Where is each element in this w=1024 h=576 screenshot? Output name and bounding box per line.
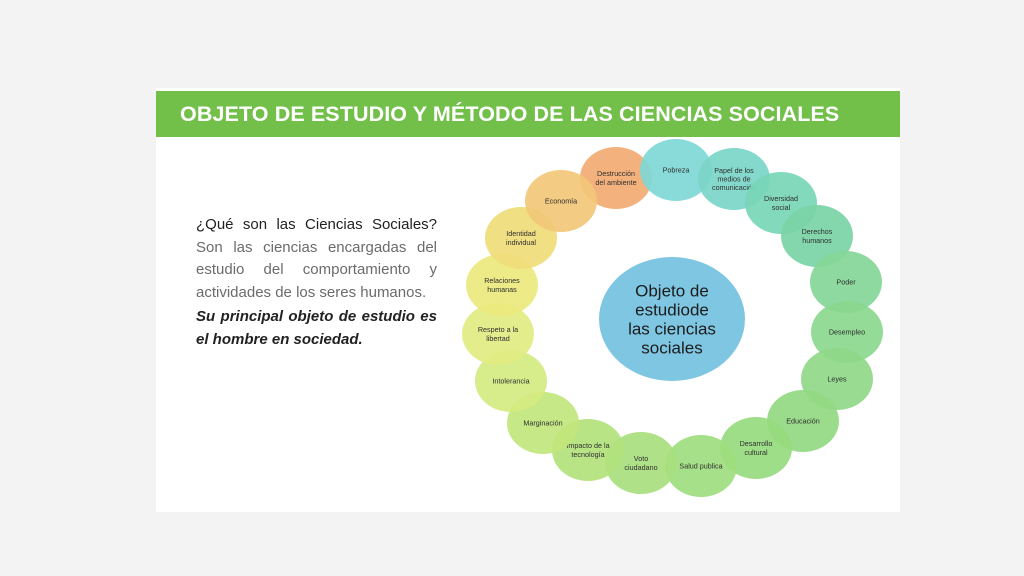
topic-node-bubble [640,139,712,201]
topic-node-label: Desempleo [829,328,865,337]
center-label: estudiode [635,301,709,320]
topic-node-label: Voto [634,454,648,463]
topic-node-label: Poder [836,278,856,287]
intro-question: ¿Qué son las Ciencias Sociales? [196,216,437,233]
center-label: las ciencias [628,320,716,339]
topic-node-bubble [781,205,853,267]
topic-node-bubble [811,301,883,363]
center-label: sociales [641,339,702,358]
intro-definition: Son las ciencias encargadas del estudio … [196,238,437,301]
topic-node-label: del ambiente [595,178,636,187]
slide-title: OBJETO DE ESTUDIO Y MÉTODO DE LAS CIENCI… [180,101,840,126]
topic-node-label: Pobreza [663,166,690,175]
topic-node-label: Diversidad [764,194,798,203]
intro-emphasis: Su principal objeto de estudio es el hom… [196,308,437,348]
topic-node-label: Destrucción [597,169,635,178]
topic-node-label: humanas [487,285,517,294]
topic-node-bubble [466,254,538,316]
topic-node-bubble [580,147,652,209]
topic-node-label: Identidad [506,229,536,238]
topic-node-label: libertad [486,334,510,343]
topic-node-bubble [720,417,792,479]
topic-node-bubble [475,350,547,412]
topic-node: Intolerancia [475,350,547,412]
topic-node: Poder [810,251,882,313]
topic-node-label: Salud publica [679,462,722,471]
topic-node-bubble [665,435,737,497]
topic-node-label: Educación [786,417,820,426]
topic-node-label: humanos [802,236,832,245]
topic-node-label: Intolerancia [492,377,529,386]
topic-node-bubble [810,251,882,313]
topic-node-label: comunicación [712,183,756,192]
topic-node-label: cultural [744,448,768,457]
topic-node-label: social [772,203,791,212]
topic-node: Pobreza [640,139,712,201]
topic-node: Desempleo [811,301,883,363]
topic-node-label: Leyes [827,375,847,384]
topic-node-bubble [525,170,597,232]
topic-node-label: individual [506,238,536,247]
topic-node-label: Relaciones [484,276,520,285]
intro-text: ¿Qué son las Ciencias Sociales? Son las … [196,214,437,351]
title-bar: OBJETO DE ESTUDIO Y MÉTODO DE LAS CIENCI… [156,91,900,137]
topic-node: Salud publica [665,435,737,497]
center-label: Objeto de [635,282,709,301]
topic-node-label: Economía [545,197,577,206]
topic-node-label: Respeto a la [478,325,518,334]
topic-node-label: tecnología [571,450,604,459]
topic-node-bubble [462,303,534,365]
topic-node-label: ciudadano [624,463,657,472]
center-bubble [599,257,745,381]
topic-node-label: medios de [717,175,750,184]
topic-node-label: Impacto de la [566,441,609,450]
topic-node-label: Desarrollo [740,439,773,448]
topic-node-label: Marginación [523,419,562,428]
topic-node-label: Derechos [802,227,833,236]
topic-node-label: Papel de los [714,166,754,175]
slide: OBJETO DE ESTUDIO Y MÉTODO DE LAS CIENCI… [156,88,900,512]
topic-node: Economía [525,170,597,232]
